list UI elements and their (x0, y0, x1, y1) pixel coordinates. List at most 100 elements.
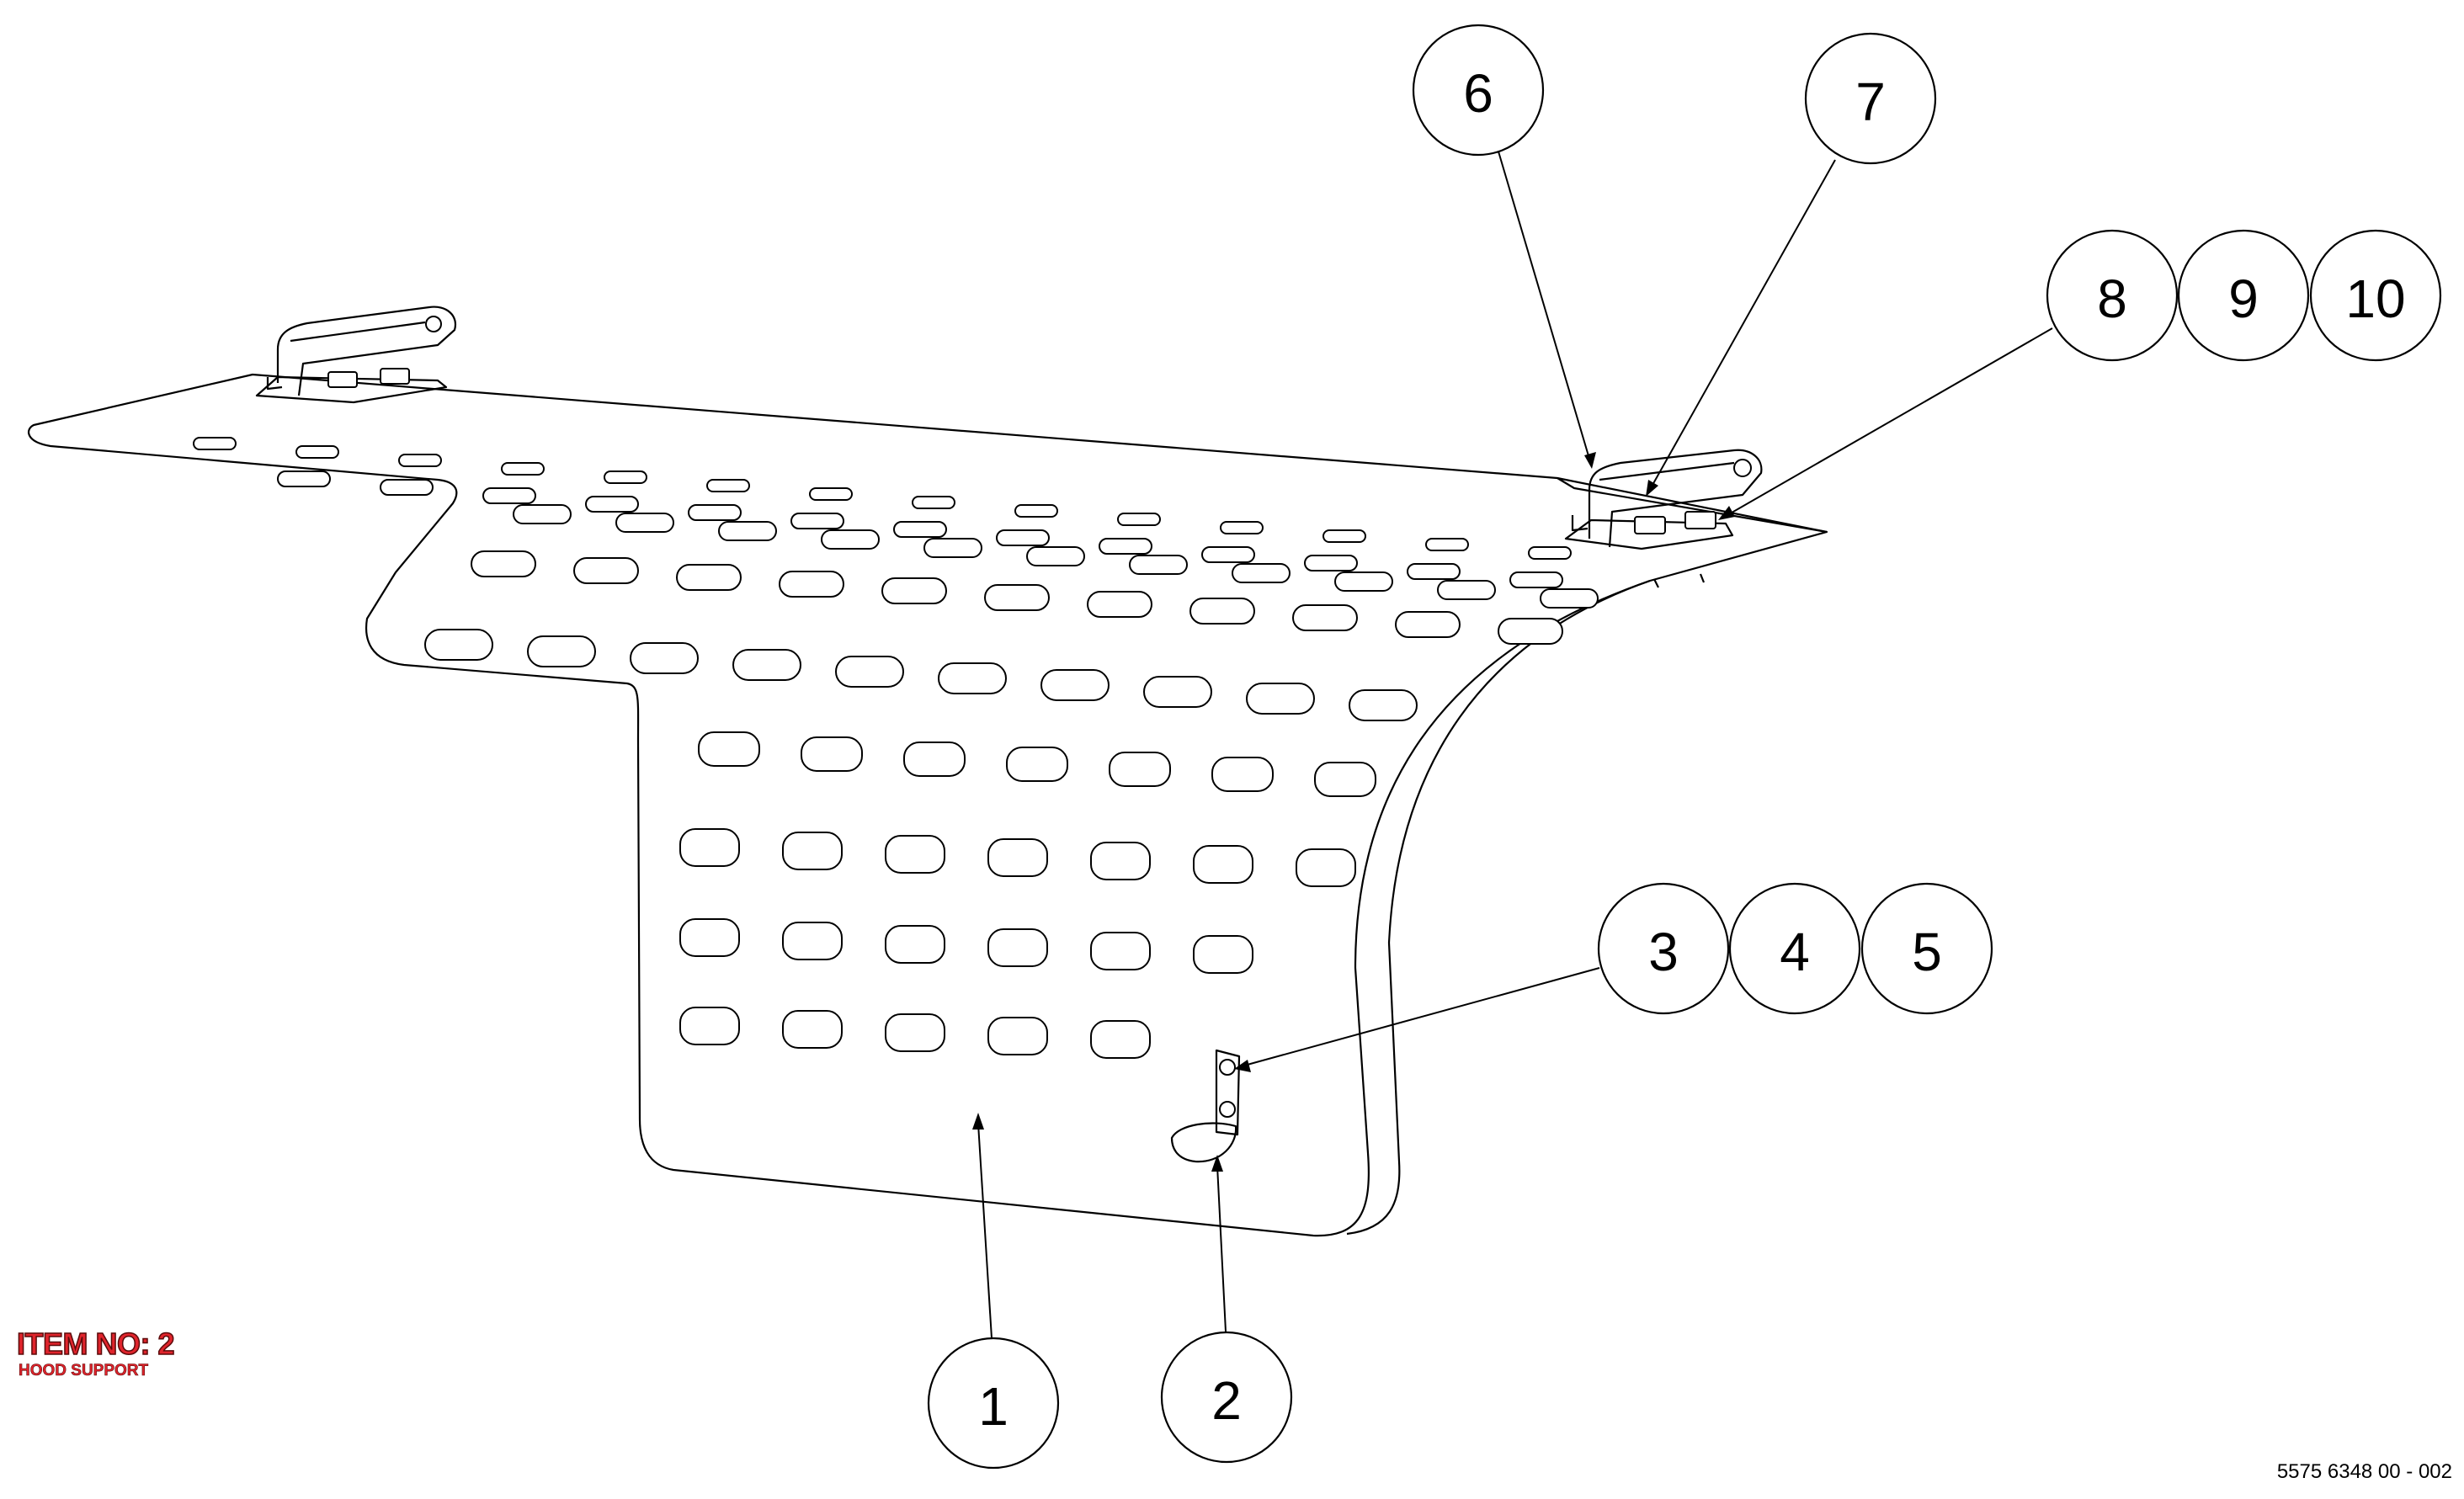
balloon-9-label: 9 (2228, 268, 2259, 329)
perforation-hole (676, 564, 742, 591)
perforation-hole (782, 832, 843, 870)
perforation-hole (987, 928, 1048, 967)
balloon-4: 4 (1728, 882, 1861, 1015)
perforation-hole (779, 571, 844, 598)
perforation-hole (1193, 845, 1253, 884)
leader-3-arrowhead (1234, 1060, 1251, 1072)
item-name-label: HOOD SUPPORT (19, 1362, 149, 1379)
leader-3 (1243, 967, 1600, 1066)
perforation-hole (679, 1007, 740, 1045)
perforation-hole (885, 1013, 945, 1052)
balloon-10: 10 (2309, 229, 2442, 362)
perforation-hole (1006, 747, 1068, 782)
perforation-hole (1528, 546, 1572, 560)
plate-bend-line (1346, 579, 1651, 1236)
perforation-hole (821, 529, 880, 550)
perforation-hole (987, 838, 1048, 877)
leader-6 (1498, 151, 1590, 460)
perforation-hole (923, 538, 982, 558)
balloon-3-label: 3 (1648, 922, 1679, 982)
perforation-hole (380, 479, 434, 496)
leader-2 (1216, 1165, 1227, 1332)
balloon-6-label: 6 (1463, 63, 1493, 124)
perforation-hole (706, 479, 750, 492)
balloon-1: 1 (927, 1337, 1060, 1470)
perforation-hole (885, 835, 945, 874)
perforation-hole (698, 731, 760, 767)
document-number: 5575 6348 00 - 002 (2276, 1460, 2452, 1483)
perforation-hole (790, 513, 844, 529)
perforation-hole (1201, 546, 1255, 563)
left-hinge-bracket (255, 306, 457, 404)
balloon-8: 8 (2046, 229, 2179, 362)
perforation-pattern (193, 437, 1599, 1059)
balloon-8-label: 8 (2097, 268, 2127, 329)
perforation-hole (912, 496, 955, 509)
perforation-hole (903, 742, 966, 777)
perforation-hole (1349, 689, 1418, 721)
perforation-hole (1509, 571, 1563, 588)
perforation-hole (277, 470, 331, 487)
perforation-hole (1322, 529, 1366, 543)
perforation-hole (1314, 762, 1376, 797)
perforation-hole (782, 922, 843, 960)
perforation-hole (1334, 571, 1393, 592)
perforation-hole (1090, 842, 1151, 880)
balloon-7: 7 (1804, 32, 1937, 165)
leader-1 (977, 1123, 993, 1339)
perforation-hole (1040, 669, 1110, 701)
perforation-hole (398, 454, 442, 467)
right-hinge-bracket (1564, 449, 1763, 588)
perforation-hole (295, 445, 339, 459)
plate-outline (27, 373, 1828, 1237)
perforation-hole (1425, 538, 1469, 551)
perforation-hole (1296, 848, 1356, 887)
perforation-hole (1498, 618, 1563, 645)
perforation-hole (984, 584, 1050, 611)
perforation-hole (1143, 676, 1212, 708)
balloon-9: 9 (2177, 229, 2310, 362)
leader-8 (1727, 327, 2053, 516)
perforation-hole (1292, 604, 1358, 631)
perforation-hole (1193, 935, 1253, 974)
perforation-hole (1540, 588, 1599, 609)
perforation-hole (1437, 580, 1496, 600)
perforation-hole (482, 487, 536, 504)
leader-6-arrowhead (1584, 452, 1596, 469)
perforation-hole (893, 521, 947, 538)
balloon-3: 3 (1597, 882, 1730, 1015)
balloon-5-label: 5 (1912, 922, 1942, 982)
leader-lines (972, 151, 2053, 1339)
perforation-hole (1189, 598, 1255, 625)
perforation-hole (585, 496, 639, 513)
leader-7-arrowhead (1646, 480, 1658, 497)
perforation-hole (1211, 757, 1274, 792)
leader-8-arrowhead (1718, 506, 1735, 520)
perforation-hole (501, 462, 545, 476)
perforation-hole (885, 925, 945, 964)
perforation-hole (732, 649, 801, 681)
balloon-4-label: 4 (1780, 922, 1810, 982)
perforation-hole (1220, 521, 1264, 534)
perforation-hole (1014, 504, 1058, 518)
perforation-hole (1099, 538, 1152, 555)
perforation-hole (424, 629, 493, 661)
perforation-hole (573, 557, 639, 584)
plate-inner-edge (1557, 477, 1828, 534)
perforation-hole (1109, 752, 1171, 787)
perforation-hole (679, 828, 740, 867)
perforation-hole (679, 918, 740, 957)
perforation-hole (1246, 683, 1315, 715)
perforation-hole (782, 1010, 843, 1049)
perforation-hole (801, 736, 863, 772)
balloon-6: 6 (1412, 24, 1545, 157)
leader-2-arrowhead (1211, 1155, 1223, 1172)
balloon-1-label: 1 (978, 1376, 1008, 1437)
perforation-hole (938, 662, 1007, 694)
leader-1-arrowhead (972, 1113, 984, 1130)
latch-bracket (1170, 1049, 1241, 1163)
perforation-hole (630, 642, 699, 674)
balloon-5: 5 (1860, 882, 1993, 1015)
perforation-hole (513, 504, 572, 524)
